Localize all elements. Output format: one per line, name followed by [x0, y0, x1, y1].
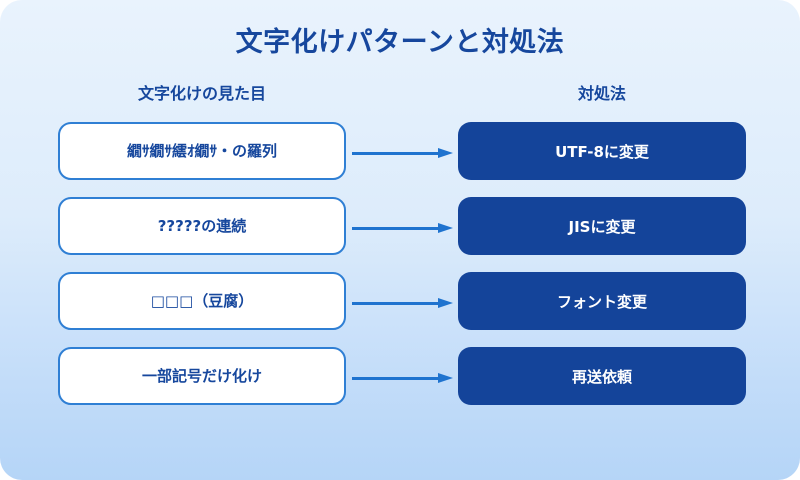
mapping-row: □□□（豆腐） フォント変更: [0, 272, 800, 330]
page-title: 文字化けパターンと対処法: [235, 27, 565, 58]
solution-box: フォント変更: [458, 272, 746, 330]
symptom-box: 一部記号だけ化け: [58, 347, 346, 405]
column-header-solution: 対処法: [577, 84, 626, 103]
symptom-box: ?????の連続: [58, 197, 346, 255]
symptom-box: □□□（豆腐）: [58, 272, 346, 330]
solution-box: 再送依頼: [458, 347, 746, 405]
mapping-row: 一部記号だけ化け 再送依頼: [0, 347, 800, 405]
arrow-head: [438, 373, 453, 383]
arrow-shaft: [352, 227, 440, 230]
arrow-right-icon: [352, 148, 454, 160]
solution-box: JISに変更: [458, 197, 746, 255]
arrow-right-icon: [352, 298, 454, 310]
mapping-rows: 繝ｻ繝ｻ繧ｵ繝ｻ・の羅列 UTF-8に変更 ?????の連続 JISに変更 □□…: [0, 122, 800, 422]
solution-box: UTF-8に変更: [458, 122, 746, 180]
arrow-head: [438, 223, 453, 233]
column-header-symptom: 文字化けの見た目: [137, 84, 266, 103]
arrow-shaft: [352, 152, 440, 155]
mapping-row: ?????の連続 JISに変更: [0, 197, 800, 255]
arrow-head: [438, 298, 453, 308]
arrow-shaft: [352, 302, 440, 305]
arrow-right-icon: [352, 373, 454, 385]
arrow-right-icon: [352, 223, 454, 235]
symptom-box: 繝ｻ繝ｻ繧ｵ繝ｻ・の羅列: [58, 122, 346, 180]
arrow-head: [438, 148, 453, 158]
arrow-shaft: [352, 377, 440, 380]
mapping-row: 繝ｻ繝ｻ繧ｵ繝ｻ・の羅列 UTF-8に変更: [0, 122, 800, 180]
